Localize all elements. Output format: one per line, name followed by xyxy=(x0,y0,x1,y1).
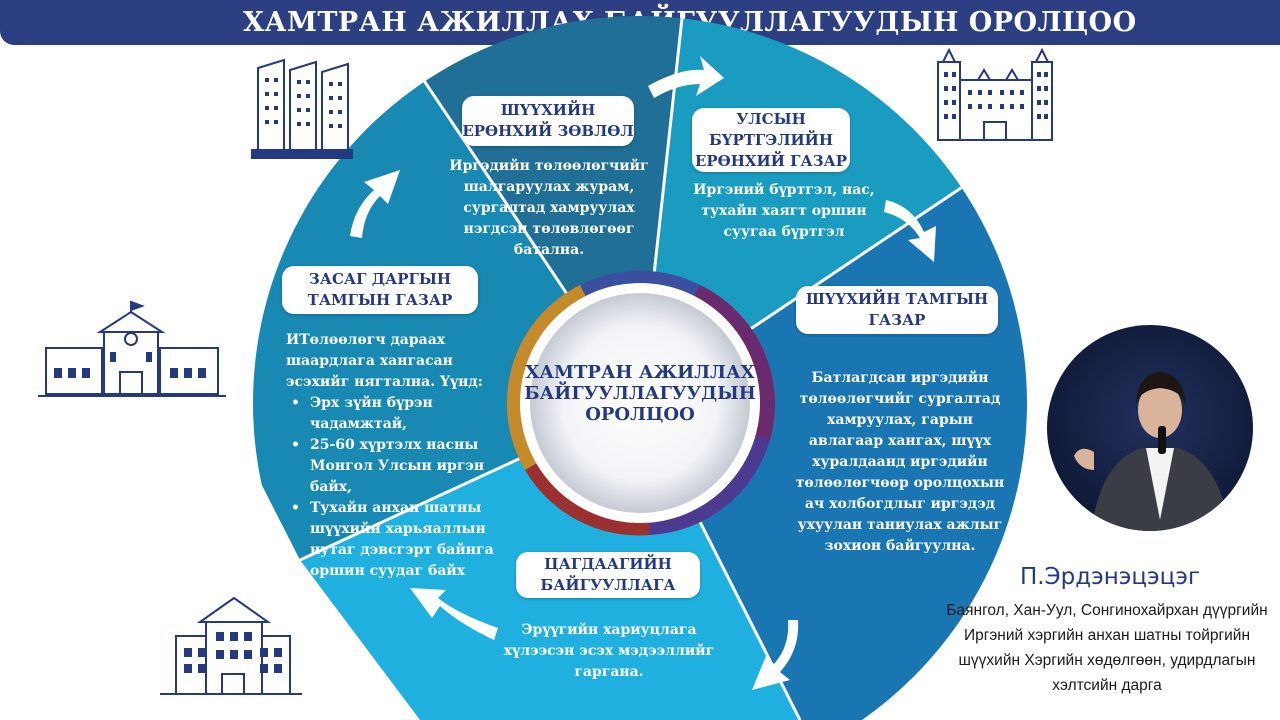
speaker-name: П.Эрдэнэцэцэг xyxy=(1019,564,1201,590)
segment-text-police: Эрүүгийн хариуцлага хүлээсэн эсэх мэдээл… xyxy=(503,622,715,680)
apartment-building-icon xyxy=(937,47,1053,141)
flow-arrow-icon xyxy=(752,620,799,690)
segment-text-court-office: Батлагдсан иргэдийн төлөөлөгчийг сургалт… xyxy=(795,370,1005,554)
segment-title-supreme-council: ШҮҮХИЙН ЕРӨНХИЙ ЗӨВЛӨЛ xyxy=(462,96,634,146)
segment-title-governor-office: ЗАСАГ ДАРГЫН ТАМГЫН ГАЗАР xyxy=(282,266,478,314)
speaker-role: Баянгол, Хан-Уул, Сонгинохайрхан дүүргий… xyxy=(946,602,1268,694)
segment-title-police: ЦАГДААГИЙН БАЙГУУЛЛАГА xyxy=(516,552,700,598)
office-building-icon xyxy=(251,58,353,159)
flow-arrow-icon xyxy=(410,588,498,640)
center-ring xyxy=(506,270,775,536)
segment-title-text: ШҮҮХИЙН ТАМГЫН ГАЗАР xyxy=(805,290,989,329)
segment-title-registration: УЛСЫН БҮРТГЭЛИЙН ЕРӨНХИЙ ГАЗАР xyxy=(692,108,850,172)
flow-arrow-icon xyxy=(648,56,724,98)
segment-title-text: ЗАСАГ ДАРГЫН ТАМГЫН ГАЗАР xyxy=(307,270,453,309)
requirements-intro: ИТөлөөлөгч дараах шаардлага хангасан эсэ… xyxy=(286,332,483,390)
flow-arrow-icon xyxy=(350,170,400,238)
requirements-list: Эрх зүйн бүрэн чадамжтай, 25-60 хүртэлх … xyxy=(286,393,516,582)
flow-arrows xyxy=(350,56,936,690)
list-item: Эрх зүйн бүрэн чадамжтай, xyxy=(286,393,516,435)
segment-sector-3 xyxy=(640,135,1027,720)
segment-text-supreme-council: Иргэдийн төлөөлөгчийг шалгаруулах журам,… xyxy=(449,158,649,258)
segment-title-text: ШҮҮХИЙН ЕРӨНХИЙ ЗӨВЛӨЛ xyxy=(462,101,634,140)
house-building-icon xyxy=(160,596,302,695)
segment-title-court-office: ШҮҮХИЙН ТАМГЫН ГАЗАР xyxy=(796,286,998,334)
speaker-photo xyxy=(1047,325,1253,531)
segment-title-text: УЛСЫН БҮРТГЭЛИЙН ЕРӨНХИЙ ГАЗАР xyxy=(694,109,848,170)
center-label: ХАМТРАН АЖИЛЛАХ БАЙГУУЛЛАГУУДЫН ОРОЛЦОО xyxy=(524,362,756,425)
segment-text-registration: Иргэний бүртгэл, нас, тухайн хаягт оршин… xyxy=(693,182,875,240)
list-item: 25-60 хүртэлх насны Монгол Улсын иргэн б… xyxy=(286,435,516,498)
list-item: Тухайн анхан шатны шүүхийн харьяаллын ну… xyxy=(286,498,516,582)
segment-text-governor-office: ИТөлөөлөгч дараах шаардлага хангасан эсэ… xyxy=(286,330,516,582)
school-building-icon xyxy=(38,300,226,397)
segment-title-text: ЦАГДААГИЙН БАЙГУУЛЛАГА xyxy=(540,555,676,594)
flow-arrow-icon xyxy=(884,200,936,262)
